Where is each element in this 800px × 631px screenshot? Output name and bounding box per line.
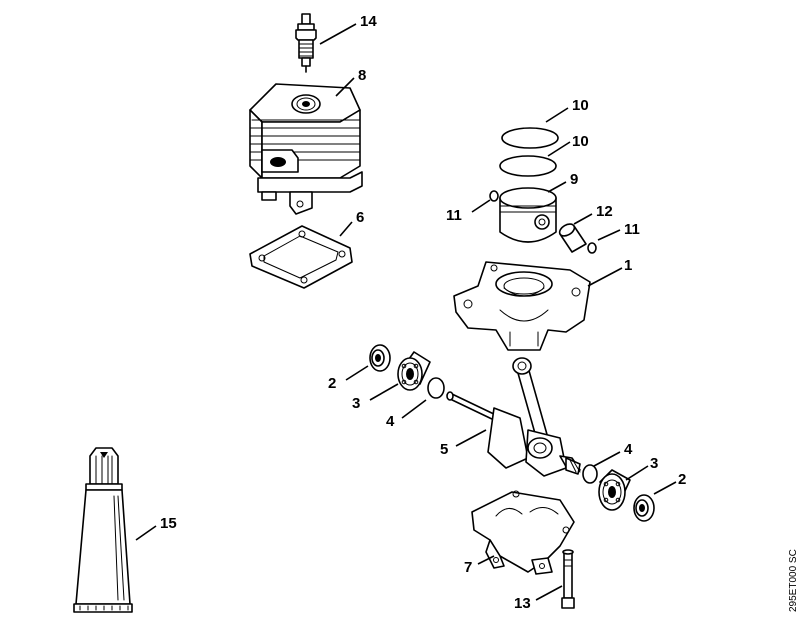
label-10-upper: 10: [572, 97, 589, 114]
crankcase: [453, 261, 591, 351]
label-3-right: 3: [650, 455, 658, 472]
circlips: [489, 190, 597, 254]
screw: [561, 549, 575, 609]
crankcase-lower: [471, 490, 575, 575]
right-bearing-set: [582, 464, 655, 522]
part-labels: 14 8 6 10 10 9 11 12 11 1 2 3 4 5 4 3 2 …: [160, 13, 686, 612]
leader-11a: [471, 199, 491, 213]
label-1: 1: [624, 257, 632, 274]
leader-13: [535, 585, 563, 601]
label-2-left: 2: [328, 375, 336, 392]
spark-plug: [295, 13, 317, 73]
label-5: 5: [440, 441, 448, 458]
label-9: 9: [570, 171, 578, 188]
label-11-left: 11: [446, 207, 462, 224]
leader-9: [547, 181, 567, 193]
leader-1: [587, 267, 623, 287]
piston: [499, 187, 557, 243]
leader-15: [135, 525, 157, 541]
leader-5: [455, 429, 487, 447]
label-15: 15: [160, 515, 177, 532]
label-11-right: 11: [624, 221, 640, 238]
drawing-code: 295ET000 SC: [788, 549, 799, 612]
leader-12: [573, 213, 593, 225]
label-12: 12: [596, 203, 613, 220]
leader-3a: [369, 383, 399, 401]
piston-rings: [499, 127, 559, 177]
cylinder-gasket: [249, 225, 353, 289]
leader-10a: [545, 107, 569, 123]
label-2-right: 2: [678, 471, 686, 488]
leader-8: [335, 77, 355, 97]
left-bearing-set: [369, 344, 445, 399]
leader-4b: [593, 451, 621, 467]
cylinder: [249, 83, 363, 215]
grease-tube: [73, 447, 133, 613]
label-6: 6: [356, 209, 364, 226]
label-4-left: 4: [386, 413, 395, 430]
leader-10b: [547, 141, 571, 157]
label-4-right: 4: [624, 441, 633, 458]
leader-14: [319, 23, 357, 45]
label-13: 13: [514, 595, 531, 612]
leader-6: [339, 221, 353, 237]
crankshaft: [446, 357, 581, 477]
label-3-left: 3: [352, 395, 360, 412]
label-8: 8: [358, 67, 366, 84]
leader-3b: [625, 465, 649, 481]
leader-2b: [653, 481, 677, 495]
leader-7: [477, 555, 495, 565]
leader-lines: [135, 23, 677, 601]
label-14: 14: [360, 13, 377, 30]
leader-4a: [401, 399, 427, 419]
label-10-lower: 10: [572, 133, 589, 150]
piston-pin: [558, 223, 587, 253]
label-7: 7: [464, 559, 472, 576]
leader-11b: [597, 229, 621, 241]
leader-2a: [345, 365, 369, 381]
